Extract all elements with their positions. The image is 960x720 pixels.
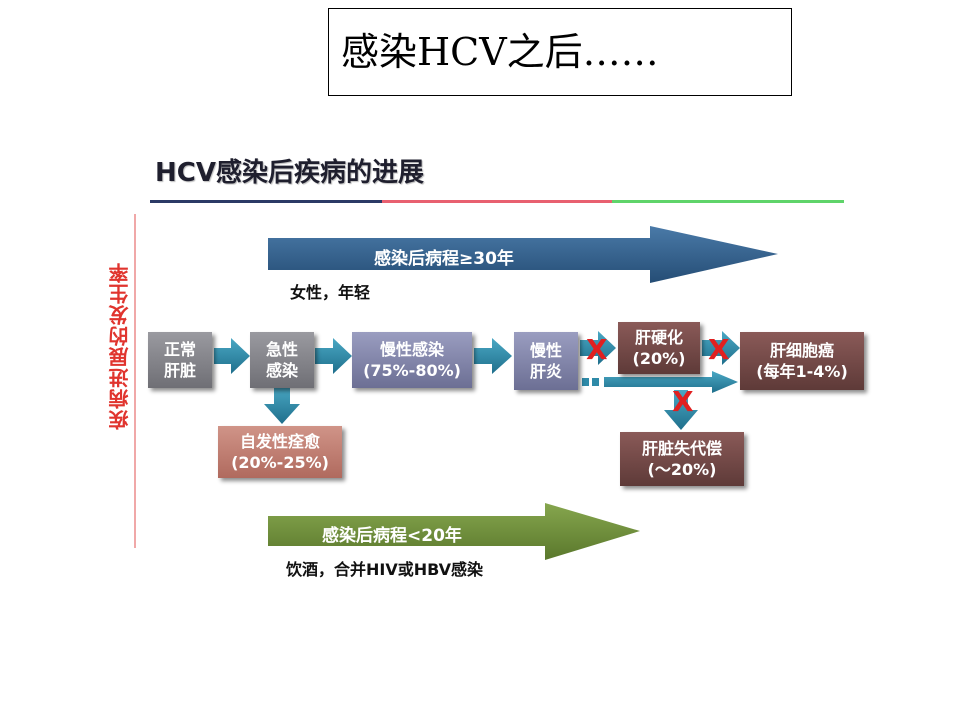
node-cirrhosis-line1: 肝硬化 bbox=[634, 328, 683, 347]
node-normal-liver: 正常 肝脏 bbox=[148, 332, 212, 388]
node-acute-infection: 急性 感染 bbox=[250, 332, 314, 388]
arrow-acute-to-chronic bbox=[315, 338, 352, 374]
arrow-normal-to-acute bbox=[214, 338, 250, 374]
node-normal-liver-line2: 肝脏 bbox=[163, 361, 196, 380]
node-chronic-hepatitis-line1: 慢性 bbox=[529, 341, 562, 360]
diagram-title: HCV感染后疾病的进展 bbox=[155, 158, 424, 188]
top-arrow-note: 女性，年轻 bbox=[290, 283, 371, 302]
node-decompensation: 肝脏失代偿 (～20%) bbox=[620, 432, 744, 486]
arrow-hepatitis-to-cirrhosis bbox=[580, 331, 616, 365]
arrow-hepatitis-to-hcc-dashed bbox=[604, 371, 738, 393]
arrow-to-decompensation bbox=[664, 390, 698, 430]
block-mark-decompensation: X bbox=[672, 385, 694, 418]
arrow-chronic-to-hepatitis bbox=[474, 338, 512, 374]
title-rule-navy bbox=[150, 200, 382, 203]
side-axis-line bbox=[134, 214, 136, 548]
node-acute-infection-line1: 急性 bbox=[265, 340, 298, 359]
node-chronic-hepatitis: 慢性 肝炎 bbox=[514, 332, 578, 390]
top-timeline-arrow bbox=[268, 226, 778, 283]
arrow-acute-to-recovery bbox=[264, 386, 300, 424]
node-spontaneous-recovery: 自发性痊愈 (20%-25%) bbox=[218, 426, 342, 478]
bottom-arrow-note: 饮酒，合并HIV或HBV感染 bbox=[286, 560, 484, 579]
arrow-cirrhosis-to-hcc bbox=[702, 331, 740, 365]
node-normal-liver-line1: 正常 bbox=[163, 340, 196, 359]
title-rule-red bbox=[382, 200, 612, 203]
dash-1 bbox=[582, 378, 589, 386]
node-decompensation-line1: 肝脏失代偿 bbox=[641, 439, 722, 458]
node-hcc-line2: (每年1-4%) bbox=[756, 362, 848, 381]
node-hcc-line1: 肝细胞癌 bbox=[769, 341, 834, 360]
node-cirrhosis: 肝硬化 (20%) bbox=[618, 322, 700, 374]
bottom-arrow-label: 感染后病程<20年 bbox=[322, 526, 462, 546]
block-mark-cirrhosis-hcc: X bbox=[708, 333, 730, 366]
node-decompensation-line2: (～20%) bbox=[647, 460, 717, 479]
top-arrow-label: 感染后病程≥30年 bbox=[374, 249, 514, 269]
node-spontaneous-recovery-line1: 自发性痊愈 bbox=[239, 432, 320, 451]
slide-title: 感染HCV之后…… bbox=[328, 8, 792, 96]
bottom-timeline-arrow bbox=[268, 503, 640, 560]
node-chronic-infection: 慢性感染 (75%-80%) bbox=[352, 332, 472, 388]
title-rule-green bbox=[612, 200, 844, 203]
node-chronic-infection-line1: 慢性感染 bbox=[379, 340, 444, 359]
node-chronic-hepatitis-line2: 肝炎 bbox=[529, 362, 562, 381]
node-hcc: 肝细胞癌 (每年1-4%) bbox=[740, 332, 864, 390]
dash-2 bbox=[592, 378, 599, 386]
node-cirrhosis-line2: (20%) bbox=[632, 349, 686, 368]
block-mark-hepatitis-cirrhosis: X bbox=[586, 333, 608, 366]
node-spontaneous-recovery-line2: (20%-25%) bbox=[231, 453, 329, 472]
node-acute-infection-line2: 感染 bbox=[265, 361, 298, 380]
node-chronic-infection-line2: (75%-80%) bbox=[363, 361, 461, 380]
